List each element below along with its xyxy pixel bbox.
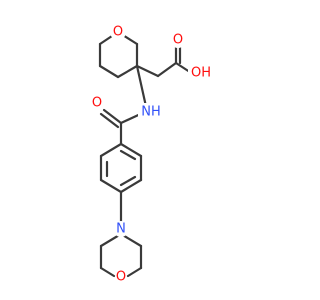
bond: [99, 178, 123, 194]
bond: [119, 178, 143, 194]
structure-diagram: O OH O O NH N O: [89, 24, 214, 285]
pyran-oxygen-label: O: [113, 25, 123, 40]
atom-mask: [188, 64, 214, 82]
morpholine-nitrogen-label: N: [116, 222, 126, 237]
oxane-ring: [98, 30, 139, 79]
bond: [99, 266, 116, 278]
bond: [98, 64, 120, 79]
bond: [156, 61, 178, 78]
bond: [99, 142, 123, 158]
amide-nitrogen-label: NH: [141, 105, 161, 120]
bond: [119, 142, 143, 158]
bond: [135, 64, 160, 78]
bond: [116, 64, 139, 79]
atom-mask: [113, 221, 129, 237]
acetic-acid-chain: [135, 41, 198, 78]
atom-mask: [170, 32, 186, 48]
double-bond-b: [99, 112, 120, 129]
atom-mask: [110, 24, 126, 40]
amide-oxygen-label: O: [92, 96, 102, 111]
bond: [126, 266, 143, 278]
aromatic-bond: [119, 149, 137, 161]
acid-carbonyl-oxygen-label: O: [173, 33, 183, 48]
morpholine-oxygen-label: O: [116, 270, 126, 285]
atom-mask: [138, 103, 164, 120]
atom-mask: [89, 95, 105, 111]
double-bond-a: [102, 108, 123, 125]
molecule-canvas: O OH O O NH N O: [89, 24, 214, 285]
benzene-ring: [99, 142, 143, 194]
acid-hydroxyl-label: OH: [191, 66, 211, 81]
aromatic-bond: [119, 175, 137, 187]
